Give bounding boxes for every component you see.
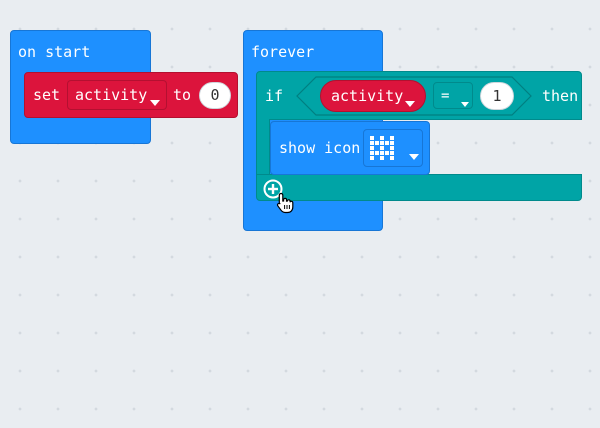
led-pixel [390,141,394,145]
led-icon [370,136,394,160]
compare-value-input[interactable]: 1 [480,82,514,110]
led-pixel [385,151,389,155]
led-pixel [390,151,394,155]
operator-dropdown[interactable]: = [433,82,473,109]
led-pixel [375,141,379,145]
operator-value: = [441,88,450,104]
if-block-footer [256,174,582,201]
if-label: if [265,87,284,105]
led-pixel [385,136,389,140]
dropdown-caret-icon [455,94,469,113]
dropdown-caret-icon [399,93,415,112]
led-pixel [380,151,384,155]
set-value-input[interactable]: 0 [199,82,231,109]
led-pixel [375,156,379,160]
forever-title: forever [251,43,315,61]
variable-dropdown[interactable]: activity [67,80,167,110]
show-icon-label: show icon [279,139,361,157]
led-pixel [380,146,384,150]
led-pixel [380,156,384,160]
led-pixel [390,156,394,160]
led-pixel [380,136,384,140]
led-pixel [390,146,394,150]
led-pixel [370,141,374,145]
variable-reporter[interactable]: activity [320,80,426,112]
dropdown-caret-icon [403,146,419,165]
to-label: to [173,86,192,104]
then-label: then [542,87,579,105]
led-pixel [375,146,379,150]
led-pixel [370,136,374,140]
variable-name: activity [331,87,404,105]
dropdown-caret-icon [144,92,160,111]
set-variable-block[interactable]: set activity to 0 [24,72,238,118]
show-icon-block[interactable]: show icon [270,121,430,175]
if-block-arm [256,119,270,179]
variable-name: activity [75,86,148,104]
led-pixel [375,151,379,155]
icon-dropdown[interactable] [363,129,423,167]
hand-cursor-icon [276,192,294,214]
led-pixel [370,156,374,160]
led-pixel [385,141,389,145]
on-start-title: on start [18,43,91,61]
plus-circle-icon[interactable] [263,179,283,199]
led-pixel [385,146,389,150]
led-pixel [370,151,374,155]
led-pixel [370,146,374,150]
led-pixel [390,136,394,140]
set-label: set [33,86,61,104]
led-pixel [385,156,389,160]
led-pixel [375,136,379,140]
led-pixel [380,141,384,145]
